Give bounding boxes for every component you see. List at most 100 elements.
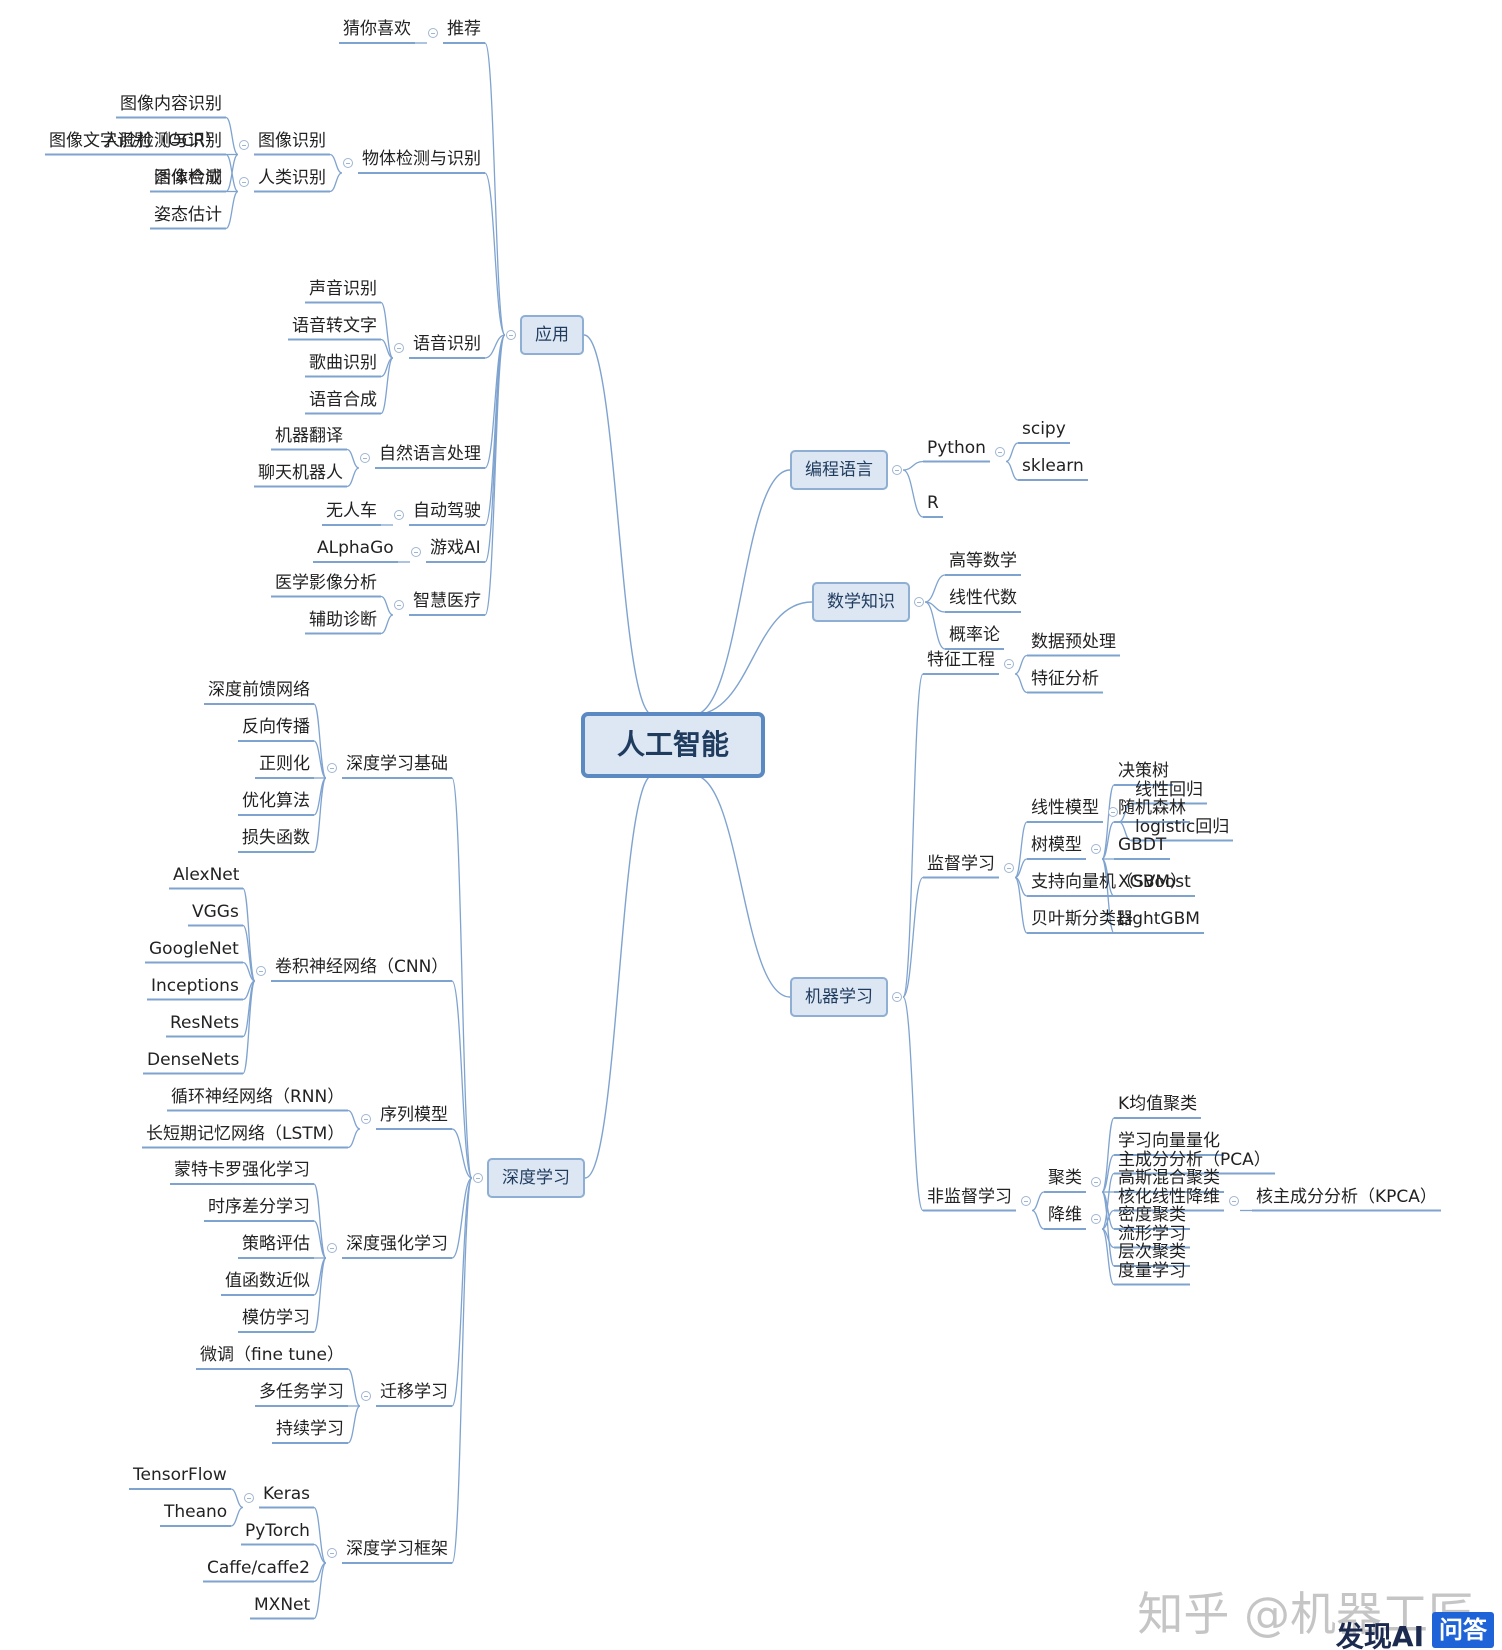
node-图像识别[interactable]: 图像识别: [258, 130, 326, 151]
node-随机森林[interactable]: 随机森林: [1118, 798, 1186, 818]
node-googlenet[interactable]: GoogleNet: [149, 938, 239, 959]
node-alexnet[interactable]: AlexNet: [173, 864, 240, 885]
node-贝叶斯分类器[interactable]: 贝叶斯分类器: [1031, 909, 1133, 929]
node-特征分析[interactable]: 特征分析: [1031, 668, 1099, 689]
node-xgboost[interactable]: XGBoost: [1118, 872, 1191, 892]
branch-深度学习[interactable]: 深度学习: [487, 1158, 585, 1198]
node-决策树[interactable]: 决策树: [1118, 761, 1169, 781]
node-自动驾驶[interactable]: 自动驾驶: [413, 501, 481, 521]
node-猜你喜欢[interactable]: 猜你喜欢: [343, 19, 411, 39]
collapse-icon[interactable]: [1091, 1214, 1101, 1224]
node-vggs[interactable]: VGGs: [192, 901, 239, 922]
node-scipy[interactable]: scipy: [1022, 419, 1066, 439]
node-python[interactable]: Python: [927, 437, 986, 458]
collapse-icon[interactable]: [411, 547, 421, 557]
node-图像内容识别[interactable]: 图像内容识别: [120, 93, 222, 114]
node-歌曲识别[interactable]: 歌曲识别: [309, 352, 377, 373]
collapse-icon[interactable]: [1091, 1177, 1101, 1187]
node-概率论[interactable]: 概率论: [949, 625, 1000, 645]
node-医学影像分析[interactable]: 医学影像分析: [275, 572, 377, 593]
collapse-icon[interactable]: [361, 1391, 371, 1401]
node-姿态估计[interactable]: 姿态估计: [154, 204, 222, 225]
collapse-icon[interactable]: [244, 1492, 254, 1503]
node-长短期记忆网络lstm[interactable]: 长短期记忆网络（LSTM）: [146, 1123, 345, 1144]
node-线性模型[interactable]: 线性模型: [1031, 798, 1099, 818]
node-resnets[interactable]: ResNets: [170, 1012, 240, 1033]
node-活体检测[interactable]: 活体检测: [154, 167, 222, 188]
node-声音识别[interactable]: 声音识别: [309, 278, 377, 299]
node-时序差分学习[interactable]: 时序差分学习: [208, 1197, 310, 1217]
branch-应用[interactable]: 应用: [520, 315, 584, 355]
collapse-icon[interactable]: [1004, 659, 1014, 669]
node-sklearn[interactable]: sklearn: [1022, 456, 1084, 476]
collapse-icon[interactable]: [343, 158, 353, 168]
collapse-icon[interactable]: [1091, 844, 1101, 854]
node-反向传播[interactable]: 反向传播: [242, 717, 310, 737]
node-树模型[interactable]: 树模型: [1031, 835, 1082, 855]
node-lightgbm[interactable]: LightGBM: [1118, 909, 1200, 929]
node-蒙特卡罗强化学习[interactable]: 蒙特卡罗强化学习: [174, 1160, 310, 1180]
node-正则化[interactable]: 正则化: [259, 754, 310, 774]
node-数据预处理[interactable]: 数据预处理: [1031, 631, 1116, 652]
collapse-icon[interactable]: [914, 597, 924, 607]
node-特征工程[interactable]: 特征工程: [927, 650, 995, 670]
node-人类识别[interactable]: 人类识别: [258, 167, 326, 188]
node-模仿学习[interactable]: 模仿学习: [242, 1308, 310, 1328]
collapse-icon[interactable]: [239, 176, 249, 187]
branch-数学知识[interactable]: 数学知识: [812, 582, 910, 622]
node-tensorflow[interactable]: TensorFlow: [133, 1465, 227, 1485]
node-策略评估[interactable]: 策略评估: [242, 1234, 310, 1254]
collapse-icon[interactable]: [239, 139, 249, 150]
collapse-icon[interactable]: [361, 1114, 371, 1124]
node-无人车[interactable]: 无人车: [326, 501, 377, 521]
node-语音合成[interactable]: 语音合成: [309, 389, 377, 410]
collapse-icon[interactable]: [892, 992, 902, 1002]
node-图像文字识别ocr[interactable]: 图像文字识别（OCR）: [49, 130, 223, 151]
node-迁移学习[interactable]: 迁移学习: [380, 1382, 448, 1402]
node-r[interactable]: R: [927, 493, 939, 513]
node-支持向量机svm[interactable]: 支持向量机（SVM）: [1031, 872, 1188, 892]
collapse-icon[interactable]: [1004, 862, 1014, 873]
branch-机器学习[interactable]: 机器学习: [790, 977, 888, 1017]
node-损失函数[interactable]: 损失函数: [242, 828, 310, 848]
node-theano[interactable]: Theano: [164, 1502, 228, 1522]
node-多任务学习[interactable]: 多任务学习: [259, 1382, 344, 1402]
collapse-icon[interactable]: [256, 966, 266, 976]
node-深度学习基础[interactable]: 深度学习基础: [346, 754, 448, 774]
node-度量学习[interactable]: 度量学习: [1118, 1260, 1186, 1281]
node-gbdt[interactable]: GBDT: [1118, 835, 1167, 855]
node-循环神经网络rnn[interactable]: 循环神经网络（RNN）: [171, 1086, 345, 1107]
node-线性回归[interactable]: 线性回归: [1135, 779, 1203, 800]
collapse-icon[interactable]: [327, 1243, 337, 1253]
collapse-icon[interactable]: [1229, 1195, 1239, 1206]
node-辅助诊断[interactable]: 辅助诊断: [309, 609, 377, 630]
node-高斯混合聚类[interactable]: 高斯混合聚类: [1118, 1168, 1220, 1188]
node-语音识别[interactable]: 语音识别: [413, 334, 481, 354]
node-学习向量量化[interactable]: 学习向量量化: [1118, 1131, 1220, 1151]
collapse-icon[interactable]: [995, 446, 1005, 457]
node-k均值聚类[interactable]: K均值聚类: [1118, 1094, 1198, 1114]
node-语音转文字[interactable]: 语音转文字: [292, 315, 377, 336]
node-mxnet[interactable]: MXNet: [254, 1594, 311, 1615]
collapse-icon[interactable]: [1108, 807, 1118, 817]
node-caffe-caffe2[interactable]: Caffe/caffe2: [207, 1557, 310, 1578]
node-核化线性降维[interactable]: 核化线性降维: [1118, 1186, 1220, 1207]
root-node[interactable]: 人工智能: [581, 712, 766, 778]
node-密度聚类[interactable]: 密度聚类: [1118, 1205, 1186, 1225]
node-自然语言处理[interactable]: 自然语言处理: [379, 444, 481, 464]
node-流形学习[interactable]: 流形学习: [1118, 1223, 1186, 1244]
collapse-icon[interactable]: [327, 1548, 337, 1558]
branch-编程语言[interactable]: 编程语言: [790, 450, 888, 490]
collapse-icon[interactable]: [360, 453, 370, 463]
node-logistic回归[interactable]: logistic回归: [1135, 816, 1230, 837]
collapse-icon[interactable]: [892, 465, 902, 475]
node-值函数近似[interactable]: 值函数近似: [225, 1271, 310, 1291]
node-序列模型[interactable]: 序列模型: [380, 1105, 448, 1125]
node-核主成分分析kpca[interactable]: 核主成分分析（KPCA）: [1256, 1186, 1437, 1207]
node-推荐[interactable]: 推荐: [447, 19, 481, 39]
node-微调fine-tune[interactable]: 微调（fine tune）: [200, 1345, 345, 1365]
collapse-icon[interactable]: [428, 28, 438, 38]
collapse-icon[interactable]: [473, 1173, 483, 1183]
node-线性代数[interactable]: 线性代数: [949, 588, 1017, 608]
node-pytorch[interactable]: PyTorch: [245, 1520, 310, 1541]
